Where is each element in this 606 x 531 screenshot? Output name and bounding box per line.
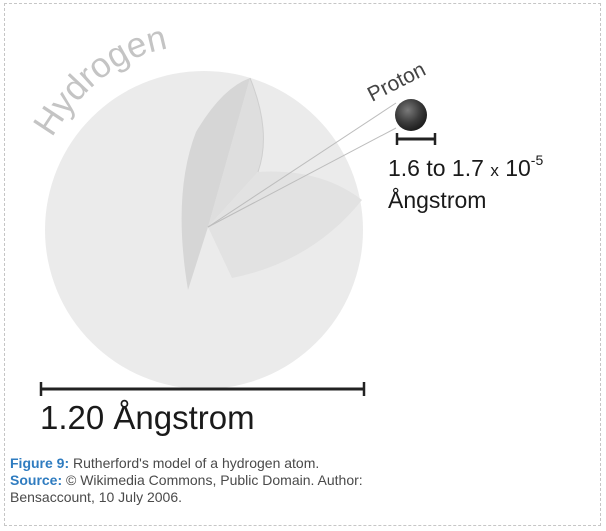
source-label: Source: [10,472,63,488]
sphere-cutaway-edge [249,77,264,173]
caption-line-source: Source: © Wikimedia Commons, Public Doma… [10,472,480,489]
pointer-line-lower [207,127,397,228]
atom-sphere [45,71,363,389]
proton [395,99,427,131]
proton-label: Proton [364,58,430,107]
figure-caption: Figure 9: Rutherford's model of a hydrog… [10,455,480,506]
proton-scale-bar [395,133,437,145]
sphere-cutaway-face-upper [208,78,264,227]
figure-description: Rutherford's model of a hydrogen atom. [69,455,320,471]
sphere-cutaway-face-vertical [181,78,250,290]
figure-number: Figure 9: [10,455,70,471]
proton-size-unit: Ångstrom [388,186,486,213]
caption-line-author: Bensaccount, 10 July 2006. [10,489,480,506]
pointer-line-upper [207,102,397,228]
caption-line-figure: Figure 9: Rutherford's model of a hydrog… [10,455,480,472]
proton-size-label: 1.6 to 1.7 x 10-5 [388,152,543,181]
author-text: Bensaccount, 10 July 2006. [10,489,183,505]
atom-scale-bar [39,382,366,396]
atom-size-label: 1.20 Ångstrom [40,399,255,436]
sphere-cutaway-face-lower [208,171,362,278]
source-text: © Wikimedia Commons, Public Domain. Auth… [62,472,363,488]
